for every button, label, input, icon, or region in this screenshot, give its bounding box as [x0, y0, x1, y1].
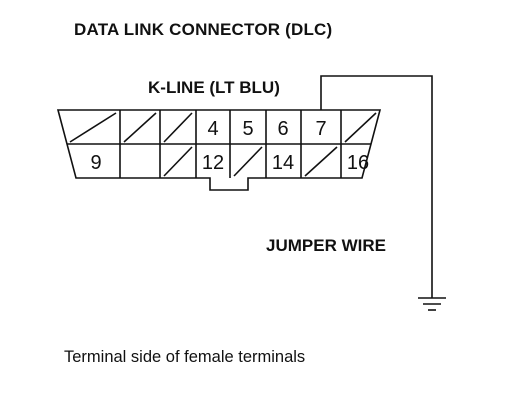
caption: Terminal side of female terminals — [64, 348, 306, 366]
pin-4: 4 — [207, 118, 218, 140]
pin-12: 12 — [202, 152, 224, 174]
ground-icon — [418, 297, 446, 311]
pin-7: 7 — [315, 118, 326, 140]
pin-14: 14 — [272, 152, 294, 174]
pin-5: 5 — [242, 118, 253, 140]
diagram-title: DATA LINK CONNECTOR (DLC) — [74, 20, 333, 39]
k-line-label: K-LINE (LT BLU) — [148, 78, 280, 97]
jumper-wire — [320, 75, 433, 298]
pin-9: 9 — [90, 152, 101, 174]
connector-outline — [56, 109, 382, 191]
pin-16: 16 — [347, 152, 369, 174]
jumper-wire-label: JUMPER WIRE — [266, 236, 386, 255]
pin-6: 6 — [277, 118, 288, 140]
